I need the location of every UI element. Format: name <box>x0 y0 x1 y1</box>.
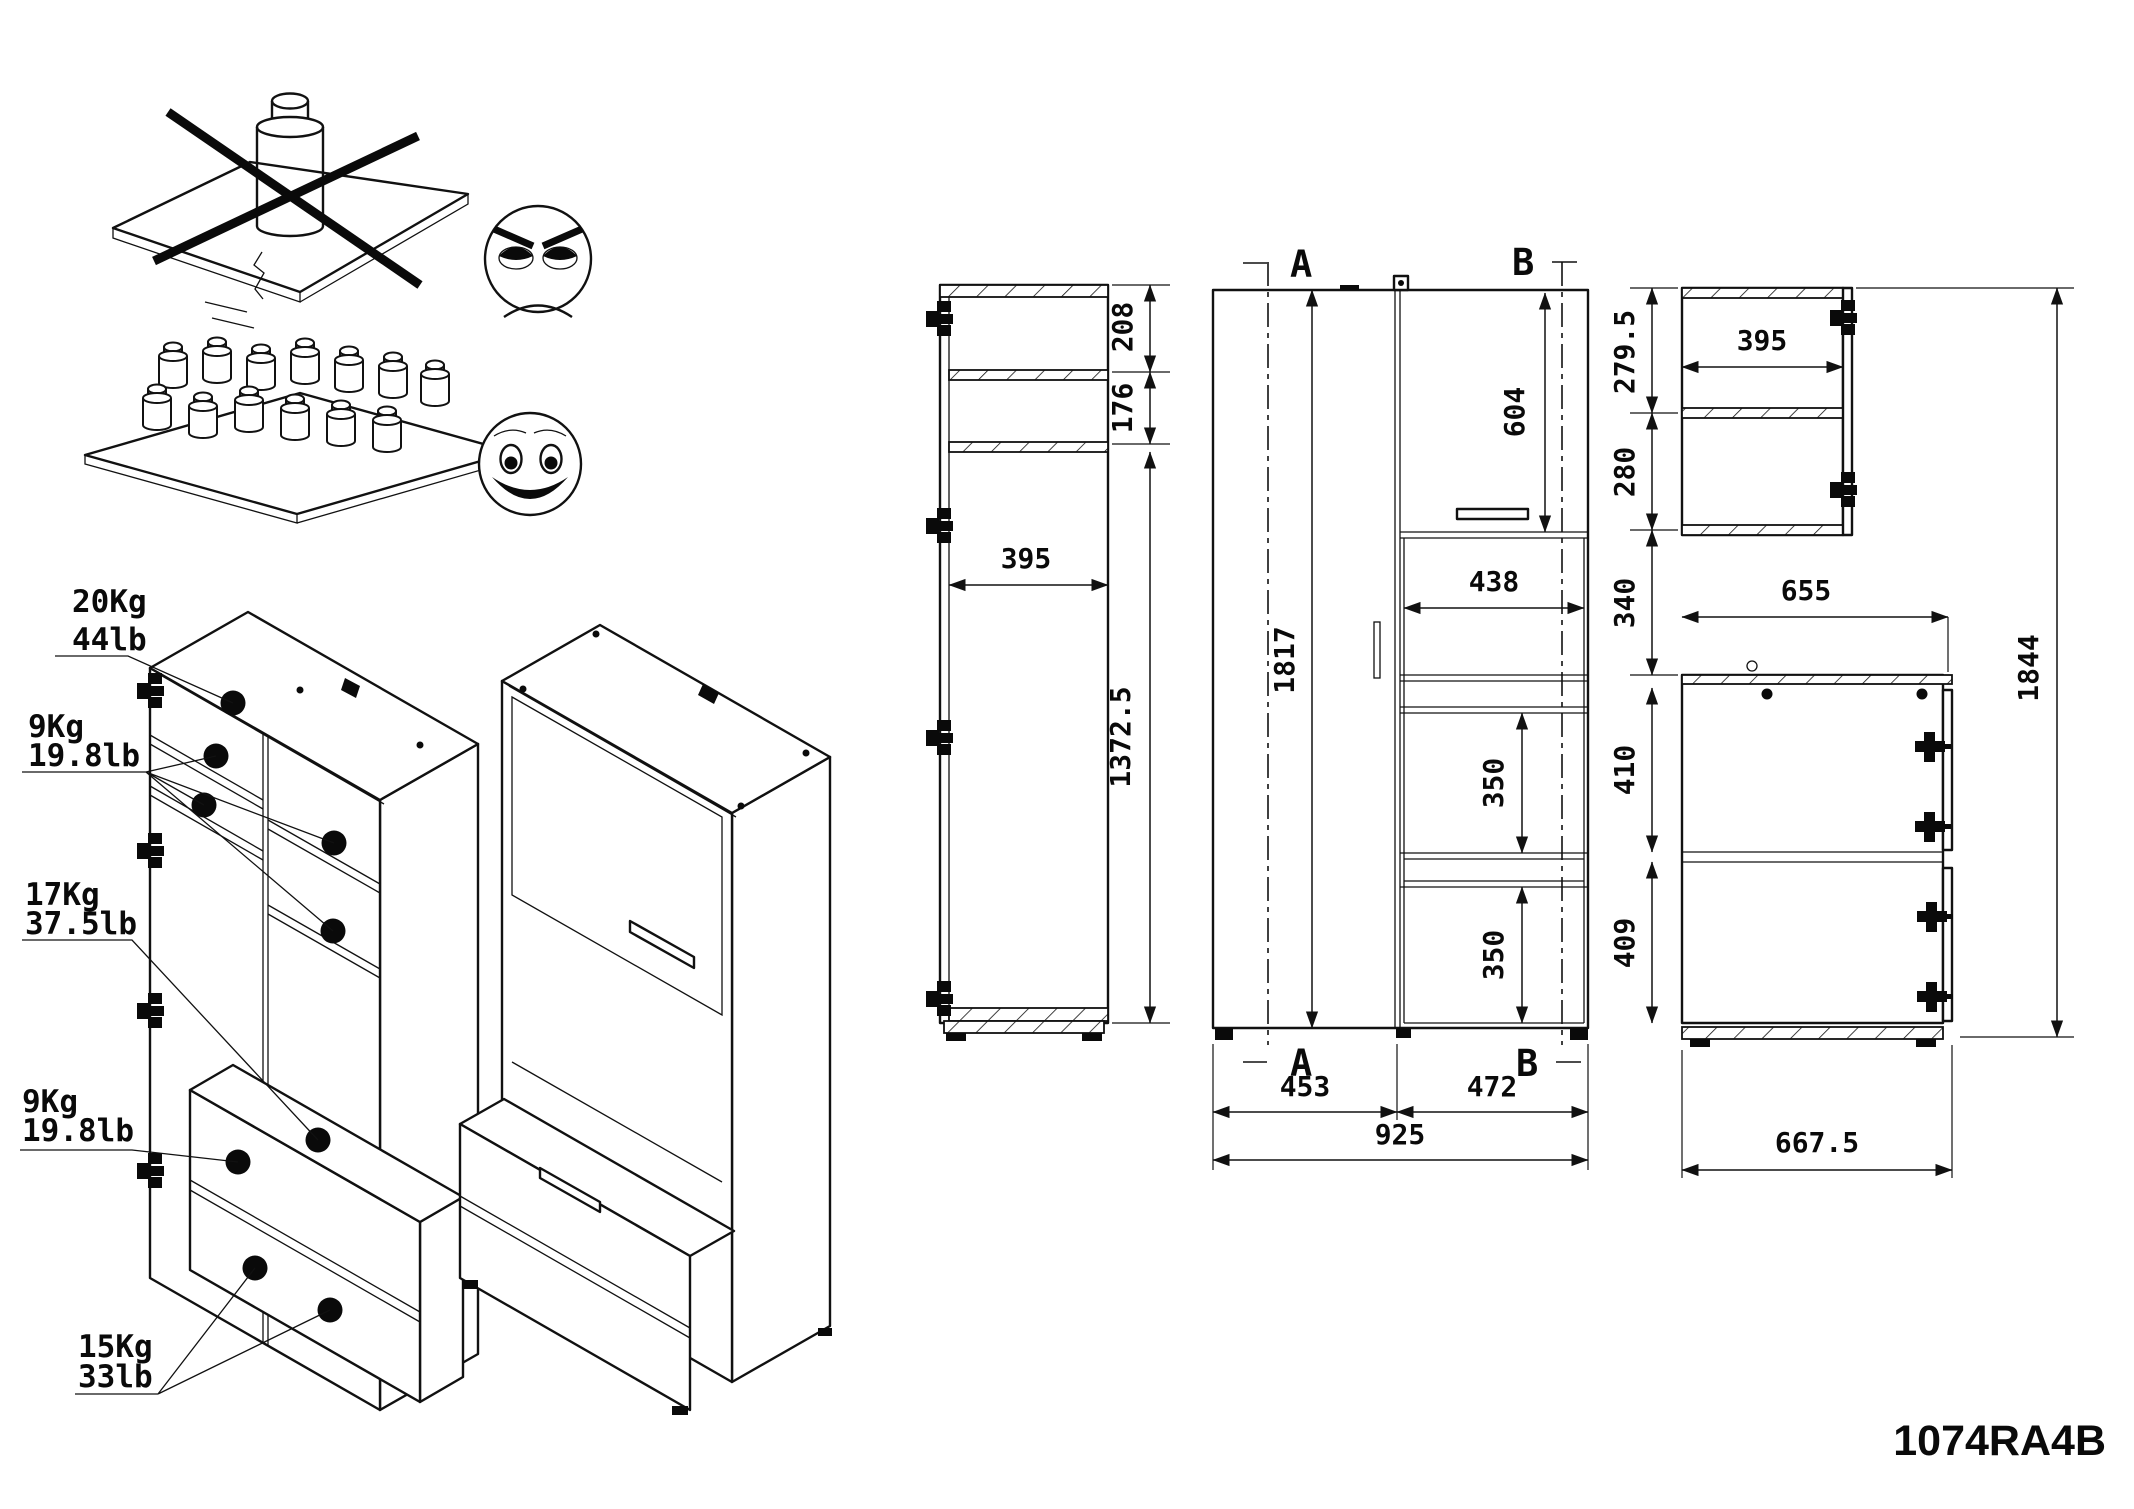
section-a-top: A <box>1290 243 1312 286</box>
warning-wrong-figure <box>111 92 470 329</box>
load-label-upper-lb: 19.8lb <box>28 738 140 774</box>
section-a-bottom: A <box>1290 1042 1312 1085</box>
section-b-bottom: B <box>1516 1042 1538 1085</box>
side-view-right: 395 279.5 280 340 410 409 655 1844 <box>1608 286 2074 1178</box>
dim-right-gap: 340 <box>1608 578 1641 629</box>
load-label-worktop-lb: 37.5lb <box>25 906 137 942</box>
dim-right-total-height: 1844 <box>2012 634 2045 701</box>
dim-right-top-depth: 279.5 <box>1608 310 1641 394</box>
dim-front-shelf2: 350 <box>1477 930 1510 981</box>
dim-front-left-width: 453 <box>1280 1070 1331 1103</box>
dim-right-drawer2: 409 <box>1608 918 1641 969</box>
dim-side-left-body: 1372.5 <box>1104 686 1137 787</box>
side-view-left: 208 176 1372.5 395 <box>926 283 1170 1041</box>
dim-right-top-width: 395 <box>1737 324 1788 357</box>
dim-front-door-height: 604 <box>1498 387 1531 438</box>
correct-load-figure <box>83 336 514 524</box>
dim-side-left-width: 395 <box>1001 542 1052 575</box>
dim-right-bottom-width: 667.5 <box>1775 1126 1859 1159</box>
dim-front-right-width: 472 <box>1467 1070 1518 1103</box>
load-label-lowerleft-lb: 19.8lb <box>22 1113 134 1149</box>
dim-right-counter-width: 655 <box>1781 574 1832 607</box>
dim-side-left-top: 208 <box>1106 302 1139 353</box>
part-number: 1074RA4B <box>1893 1417 2106 1465</box>
dim-side-left-mid: 176 <box>1106 383 1139 434</box>
happy-face-icon <box>477 411 583 517</box>
dim-front-total-height: 1817 <box>1268 626 1301 693</box>
load-label-lowerleft-kg: 9Kg <box>22 1084 78 1120</box>
dim-front-total-width: 925 <box>1375 1118 1426 1151</box>
load-label-top-lb: 44lb <box>72 622 147 658</box>
dim-front-shelf1: 350 <box>1477 758 1510 809</box>
dim-right-drawer1: 410 <box>1608 745 1641 796</box>
section-b-top: B <box>1512 241 1534 284</box>
load-label-lower-lb: 33lb <box>78 1359 153 1395</box>
load-label-worktop-kg: 17Kg <box>25 877 100 913</box>
load-label-upper-kg: 9Kg <box>28 709 84 745</box>
load-label-top-kg: 20Kg <box>72 584 147 620</box>
front-view: A A B B 1817 604 438 350 350 453 472 925 <box>1211 241 1590 1170</box>
iso-view-open-cabinet: 20Kg 44lb 9Kg 19.8lb 17Kg 37.5lb 9Kg 19.… <box>20 584 480 1412</box>
dim-front-opening-width: 438 <box>1469 565 1520 598</box>
angry-face-icon <box>483 204 593 318</box>
dim-right-mid-depth: 280 <box>1608 447 1641 498</box>
iso-view-closed-cabinet <box>458 623 832 1415</box>
cross-out-icon <box>152 108 423 289</box>
load-label-lower-kg: 15Kg <box>78 1329 153 1365</box>
